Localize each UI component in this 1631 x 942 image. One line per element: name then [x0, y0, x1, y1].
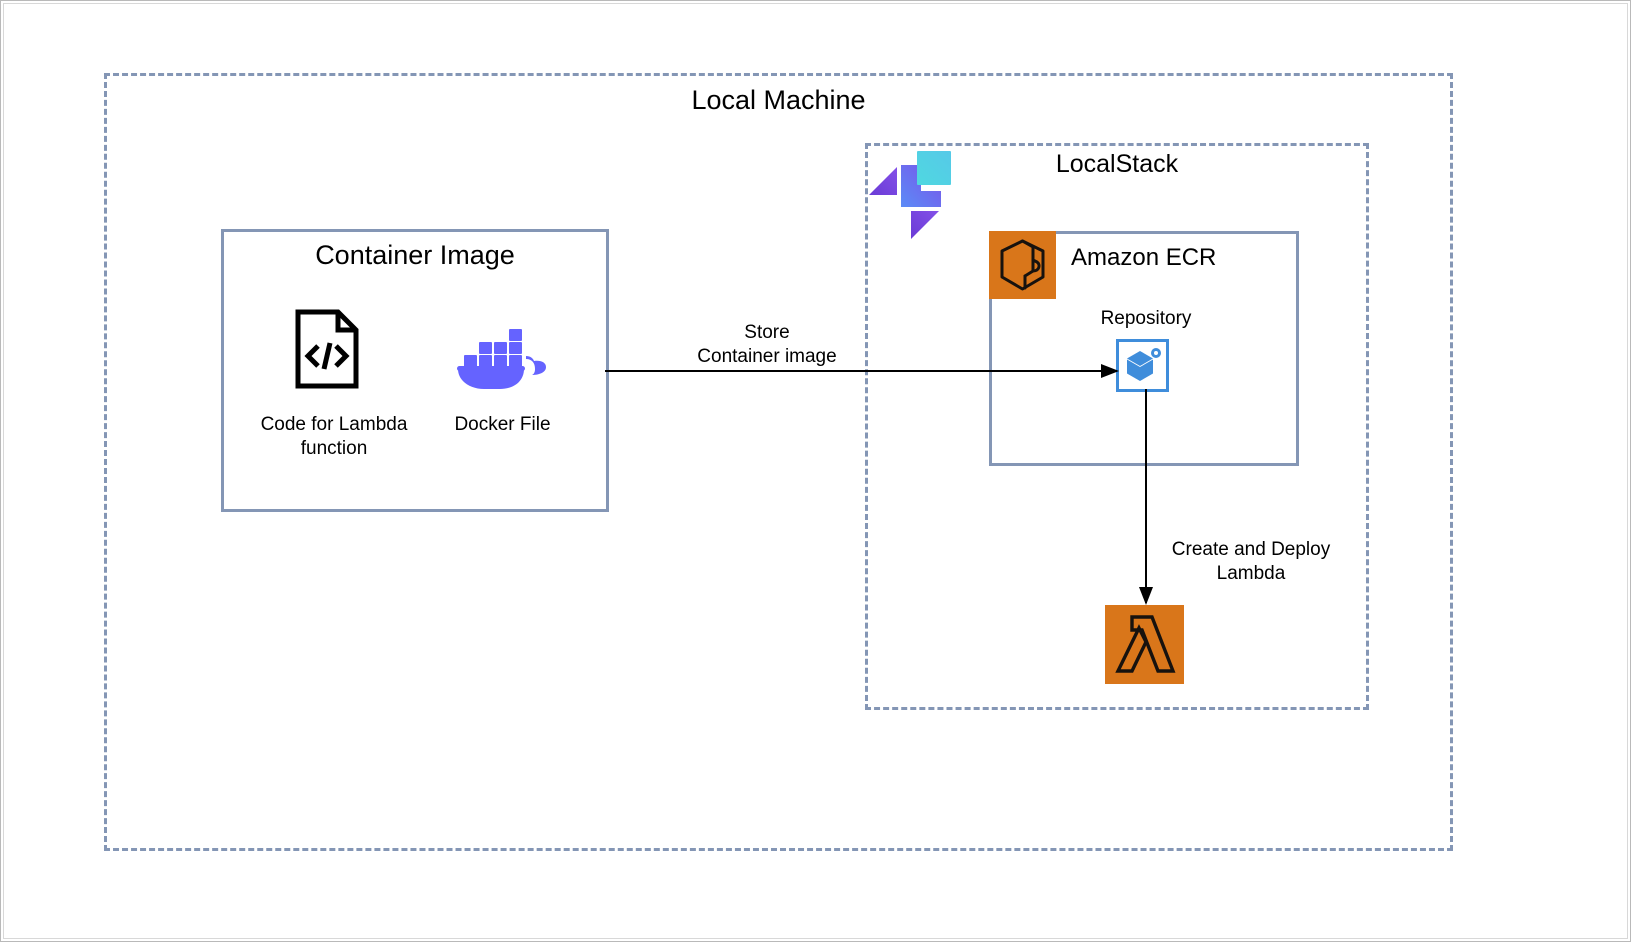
create-and-deploy-lambda-label: Create and Deploy Lambda	[1171, 539, 1331, 584]
localstack-title: LocalStack	[1055, 150, 1179, 178]
code-for-lambda-caption: Code for Lambda function	[260, 414, 408, 459]
docker-whale-icon	[456, 319, 548, 391]
localstack-boundary	[865, 143, 1369, 710]
repository-label: Repository	[1100, 308, 1192, 329]
container-image-box	[221, 229, 609, 512]
store-container-image-arrow	[605, 341, 1125, 401]
container-image-title: Container Image	[315, 240, 515, 270]
create-and-deploy-lambda-arrow	[1111, 389, 1181, 611]
ecr-repository-icon	[1116, 339, 1169, 392]
aws-lambda-icon	[1105, 605, 1184, 684]
localstack-logo-icon	[865, 147, 953, 239]
code-file-icon	[294, 308, 360, 390]
amazon-ecr-title: Amazon ECR	[1071, 244, 1217, 271]
local-machine-boundary	[104, 73, 1453, 851]
docker-file-caption: Docker File	[454, 414, 551, 435]
local-machine-title: Local Machine	[691, 85, 866, 115]
store-container-image-label: Store Container image	[697, 322, 837, 367]
amazon-ecr-icon	[989, 231, 1056, 299]
